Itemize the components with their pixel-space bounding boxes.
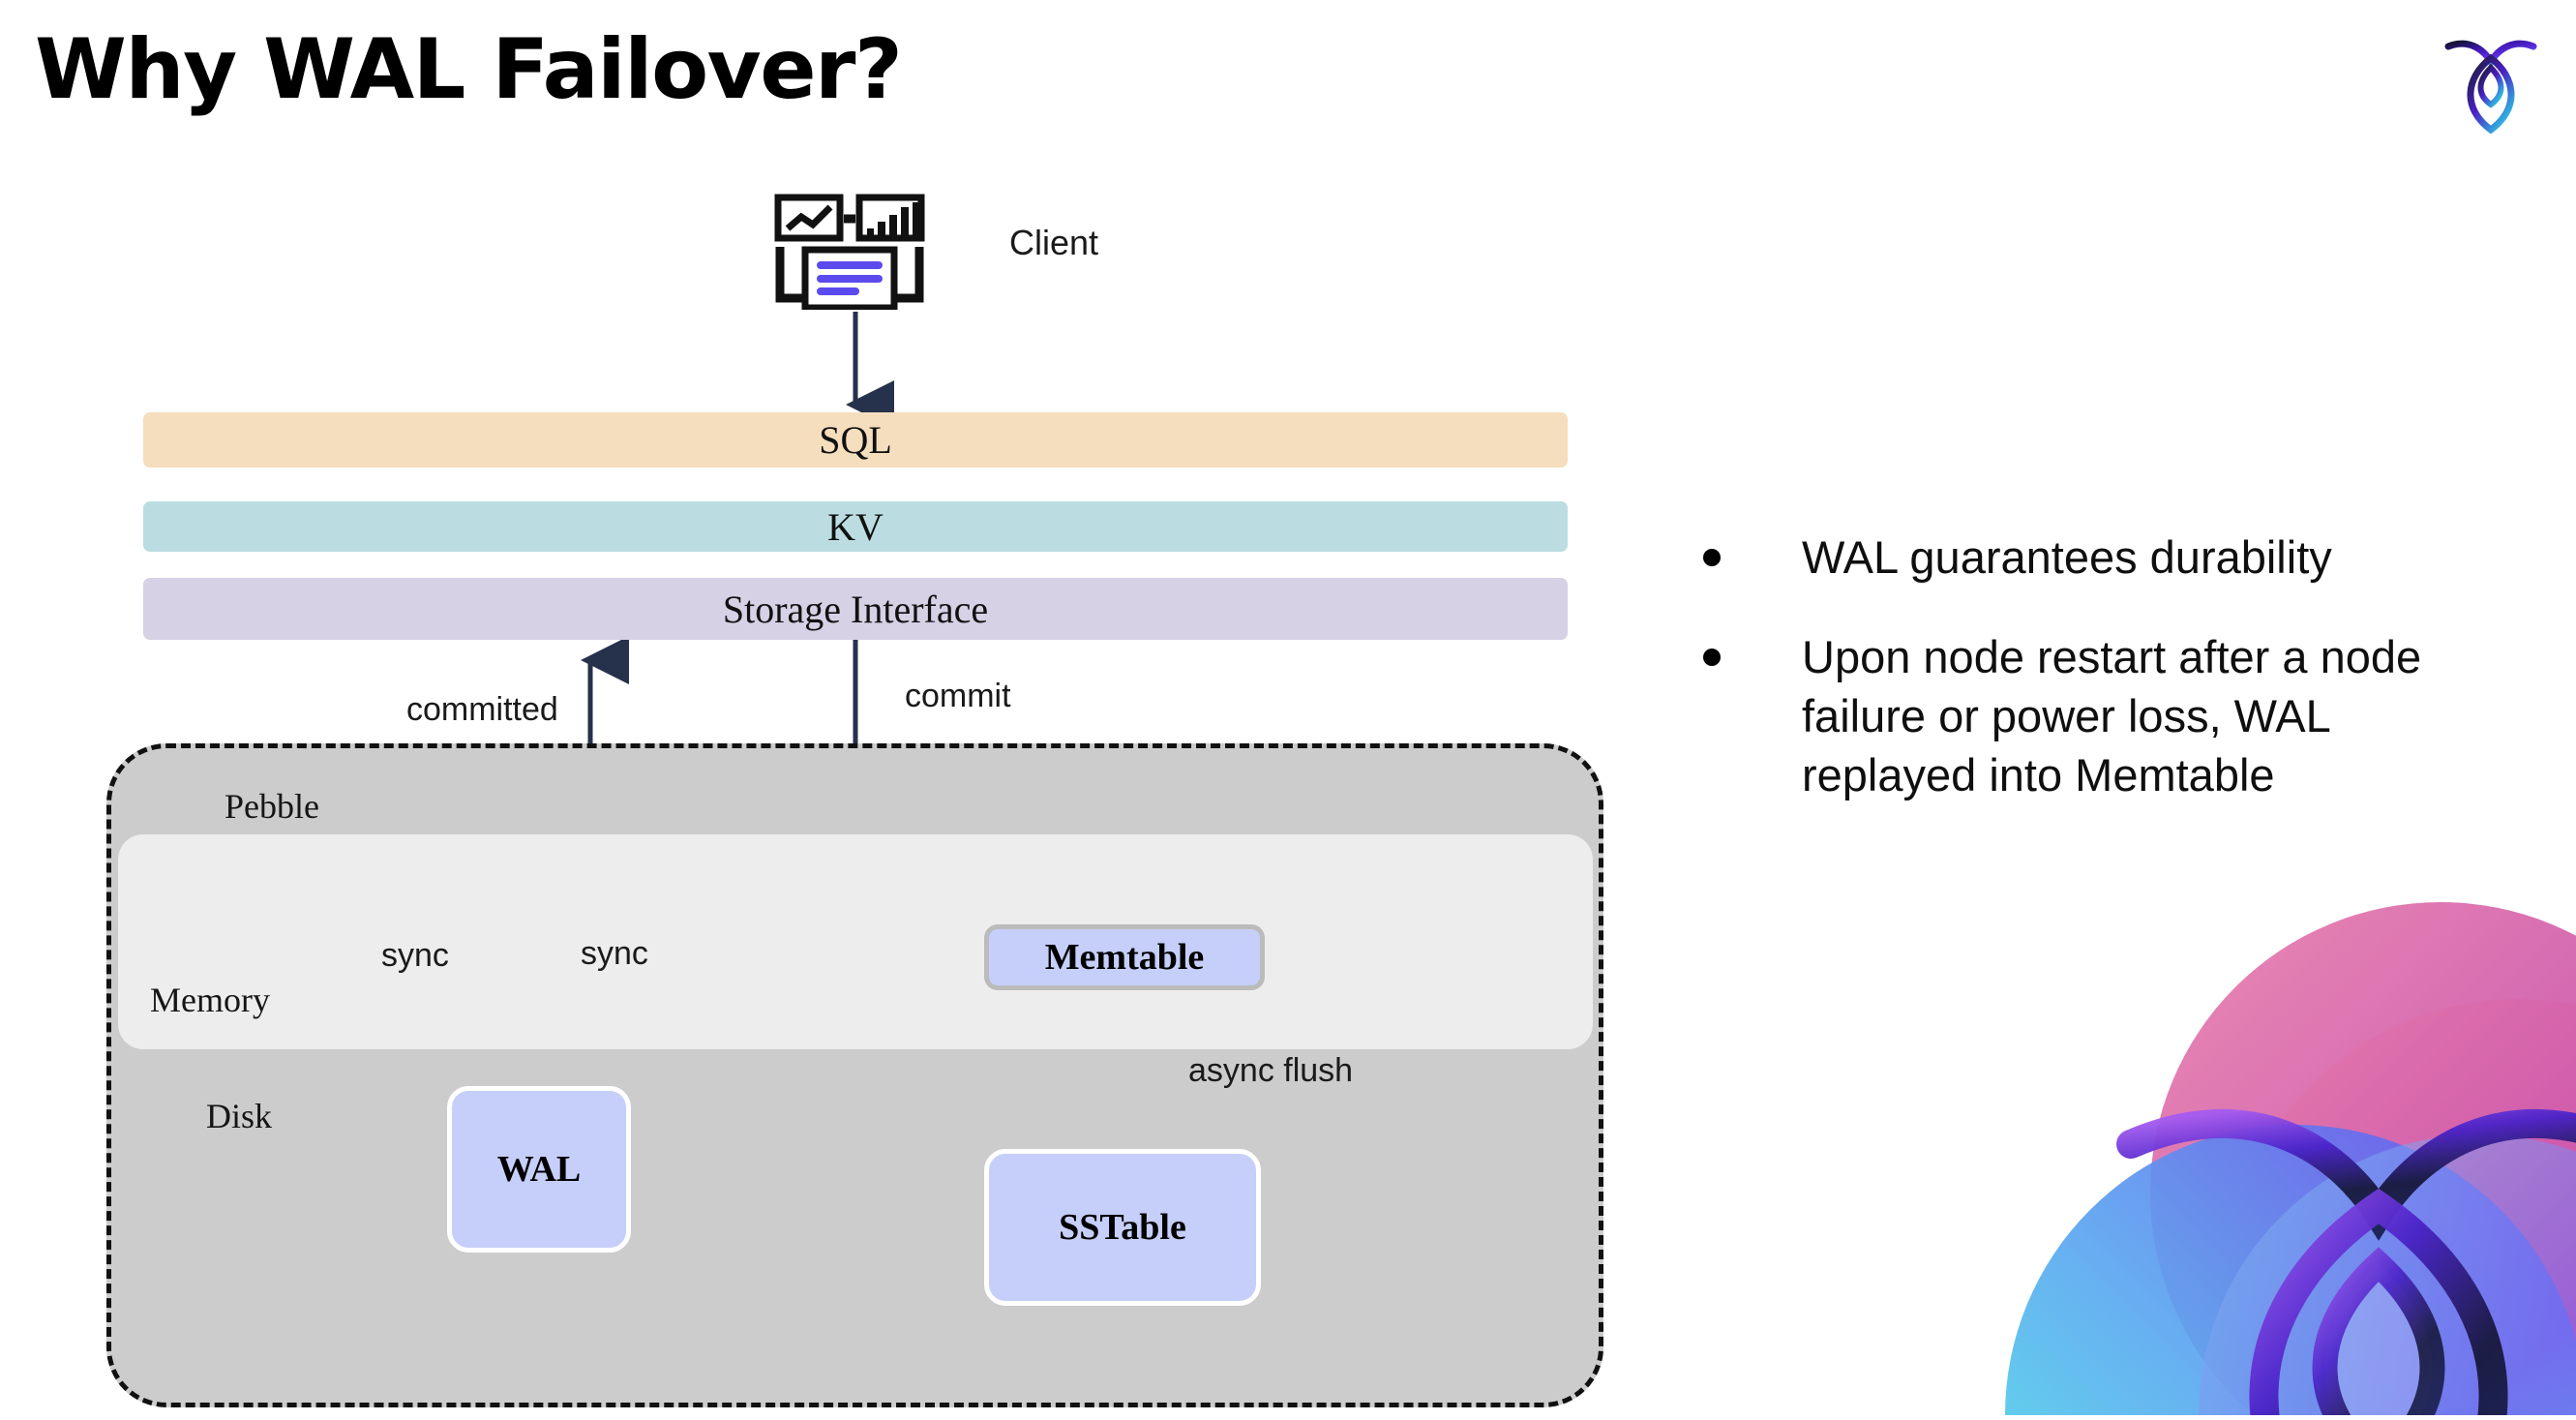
edge-label-commit: commit	[905, 678, 1011, 714]
bullet-list: WAL guarantees durability Upon node rest…	[1703, 528, 2477, 845]
bullet-dot-icon	[1703, 649, 1721, 667]
list-item: Upon node restart after a node failure o…	[1703, 627, 2477, 804]
layer-sql: SQL	[143, 412, 1568, 468]
edge-label-async-flush: async flush	[1188, 1052, 1354, 1089]
list-item: WAL guarantees durability	[1703, 528, 2477, 587]
layer-storage-interface: Storage Interface	[143, 578, 1568, 640]
wal-architecture-diagram: Client SQL KV Storage Interface Pebble M…	[106, 194, 1603, 1407]
page-title: Why WAL Failover?	[35, 21, 903, 118]
disk-label: Disk	[206, 1097, 273, 1135]
pebble-label: Pebble	[225, 787, 319, 826]
bullet-dot-icon	[1703, 549, 1721, 566]
client-label: Client	[1009, 223, 1099, 262]
node-sstable: SSTable	[984, 1149, 1261, 1306]
memory-label: Memory	[150, 981, 270, 1019]
node-memtable: Memtable	[984, 924, 1265, 990]
bullet-text: Upon node restart after a node failure o…	[1802, 631, 2422, 801]
memory-region	[118, 834, 1593, 1049]
layer-kv: KV	[143, 501, 1568, 552]
cockroach-labs-logo-icon	[2441, 25, 2541, 136]
bullet-text: WAL guarantees durability	[1802, 531, 2332, 583]
client-workstation-icon	[774, 194, 929, 312]
edge-label-sync-right: sync	[581, 935, 648, 972]
node-wal: WAL	[447, 1086, 631, 1253]
edge-label-sync-left: sync	[381, 937, 449, 974]
cockroach-labs-watermark-icon	[1841, 873, 2576, 1415]
edge-label-committed: committed	[406, 691, 558, 728]
